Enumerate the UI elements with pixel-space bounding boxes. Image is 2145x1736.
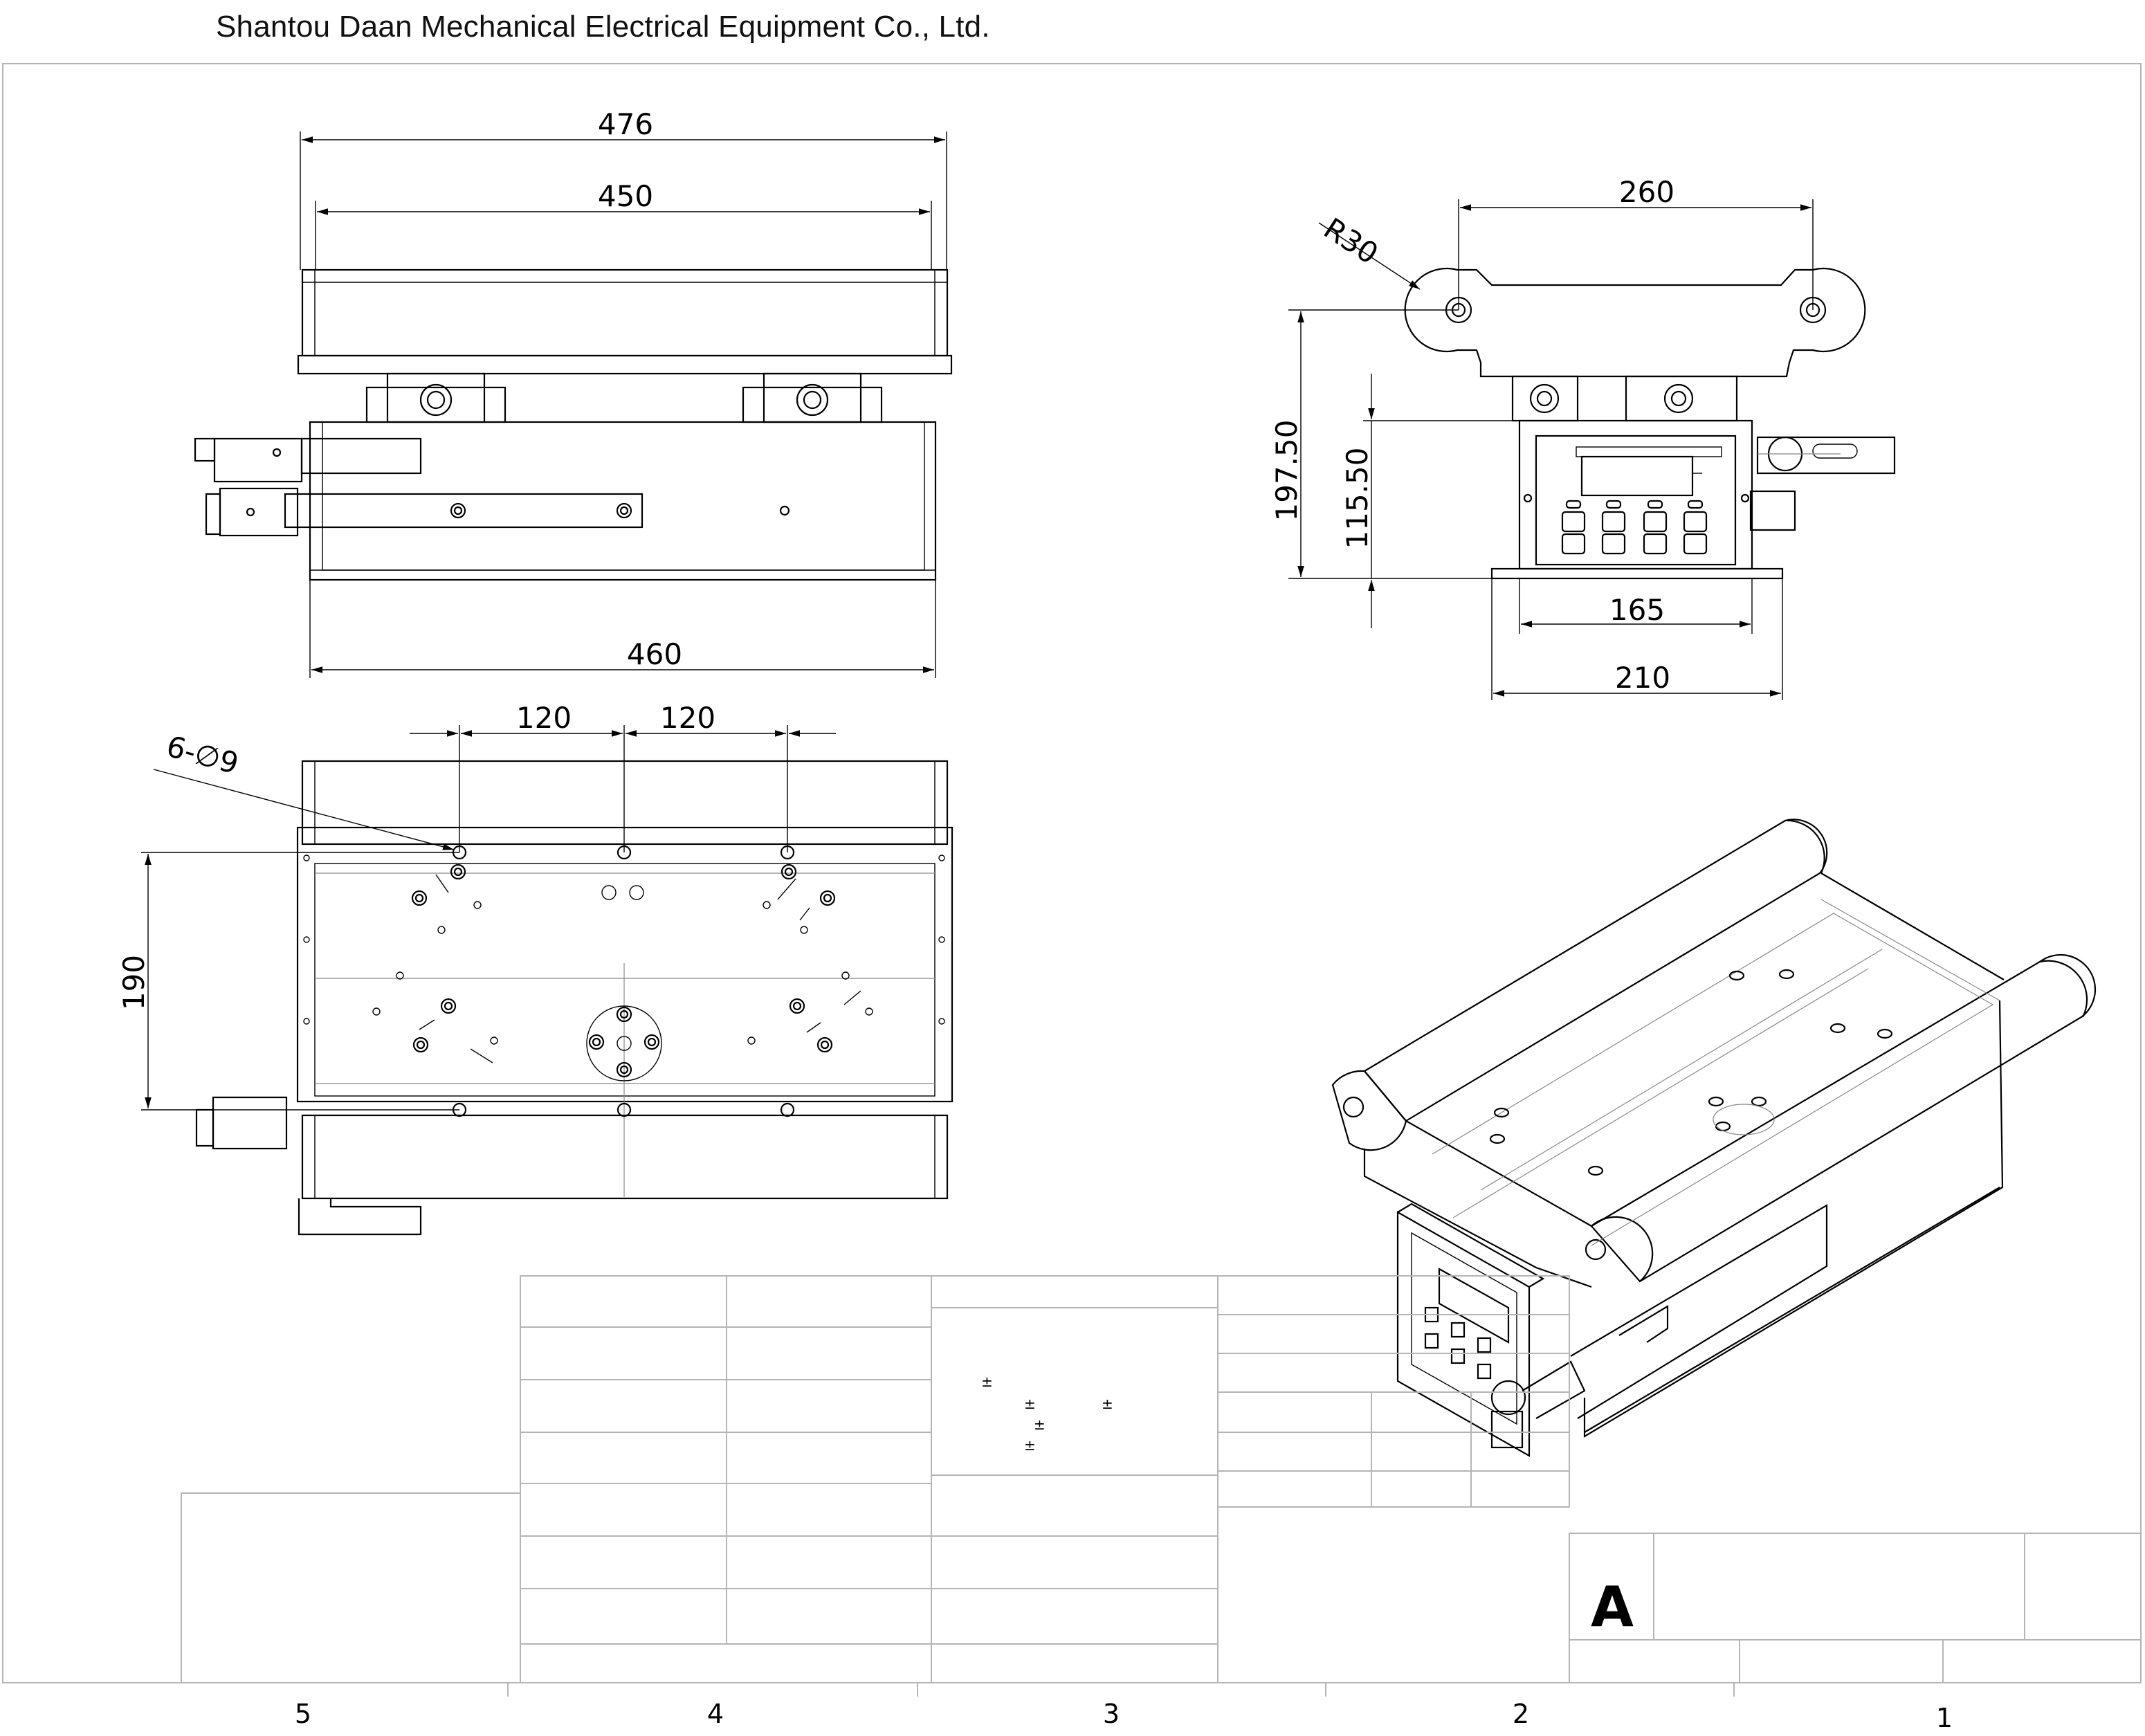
title-block: A ± ± ± ± ±	[181, 1275, 2142, 1683]
side-view	[1404, 267, 1896, 580]
zone-1: 1	[1936, 1703, 1953, 1733]
dim-450: 450	[598, 179, 653, 213]
dim-476: 476	[598, 107, 653, 141]
sheet-size-letter: A	[1591, 1575, 1634, 1639]
dim-115-50: 115.50	[1340, 448, 1374, 549]
dim-hole-callout: 6-∅9	[163, 729, 242, 781]
dim-165: 165	[1609, 593, 1665, 627]
zone-4: 4	[707, 1699, 724, 1729]
dim-260: 260	[1619, 175, 1674, 209]
dim-190: 190	[117, 955, 151, 1010]
isometric-view	[1331, 819, 2097, 1457]
zone-2: 2	[1513, 1699, 1529, 1729]
dim-210: 210	[1615, 661, 1670, 695]
side-dimensions: 260 R30 197.50 115.50 165 210	[1270, 175, 1814, 700]
dim-r30: R30	[1318, 211, 1385, 271]
tolerance-mark-2: ±	[1024, 1396, 1036, 1412]
dim-460: 460	[627, 637, 682, 671]
tolerance-mark-3: ±	[1102, 1396, 1113, 1412]
front-dimensions: 476 450 460	[300, 107, 947, 678]
tolerance-mark-1: ±	[981, 1373, 993, 1390]
tolerance-mark-5: ±	[1024, 1437, 1036, 1454]
zone-markers: 5 4 3 2 1	[295, 1683, 1953, 1733]
top-dimensions: 120 120 6-∅9 190	[117, 701, 836, 1111]
company-name: Shantou Daan Mechanical Electrical Equip…	[216, 10, 990, 44]
dim-197-50: 197.50	[1270, 420, 1304, 522]
front-view	[194, 268, 953, 581]
dim-120-left: 120	[516, 701, 572, 735]
zone-3: 3	[1103, 1699, 1120, 1729]
zone-5: 5	[295, 1699, 311, 1729]
dim-120-right: 120	[660, 701, 715, 735]
top-view	[195, 760, 953, 1236]
tolerance-mark-4: ±	[1034, 1416, 1046, 1433]
